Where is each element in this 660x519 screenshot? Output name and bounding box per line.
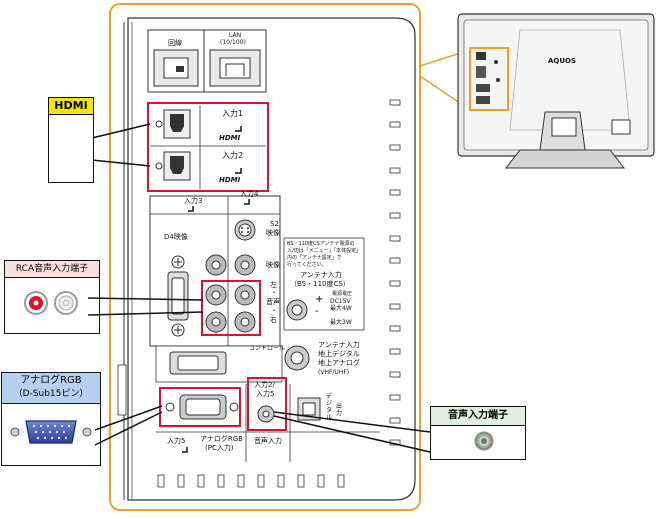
audio-jack-icon	[474, 431, 494, 451]
label-video: 映像	[266, 261, 280, 269]
label-digital-3: タ	[326, 407, 333, 414]
label-input2-5-2: 入力5	[256, 390, 275, 398]
rca-audio-ports	[205, 284, 256, 333]
label-power-1: 電源電圧	[332, 291, 353, 297]
label-lan-1: LAN	[229, 32, 242, 39]
label-lr-1: 左	[270, 281, 277, 289]
label-bs-note-4: 行ってください。	[287, 262, 327, 268]
label-audio-bottom: 音声入力	[254, 437, 282, 445]
label-hdmi-logo-1: HDMI	[219, 134, 241, 142]
tv-back-thumbnail	[457, 13, 655, 169]
label-bs-note-1: BS・110度CSアンテナ電源の	[287, 241, 355, 247]
label-analog-rgb-bottom-1: アナログRGB	[200, 435, 243, 443]
vga-connector-icon	[10, 420, 92, 444]
label-input2: 入力2	[222, 151, 244, 160]
panel-orange-frame	[109, 3, 421, 511]
rca-audio-callout: RCA音声入力端子	[4, 260, 100, 334]
analog-rgb-callout-header: アナログRGB （D-Sub15ピン）	[2, 373, 100, 404]
label-input1: 入力1	[222, 109, 244, 118]
label-antenna-vhf-2: 地上デジタル	[318, 350, 360, 358]
vhf-uhf-antenna-port	[284, 345, 310, 371]
audio-input-highlight	[247, 377, 287, 431]
d4-connector	[167, 255, 189, 337]
label-bs-note-2: 入/切は「メニュー」「本体設定」	[287, 248, 362, 254]
svg-text:+: +	[315, 294, 323, 305]
label-power-4: 最大3W	[330, 319, 352, 326]
s2-video-port	[234, 219, 256, 241]
rca-video-ports	[205, 254, 256, 276]
hdmi-callout: HDMI	[48, 97, 94, 183]
audio-input-callout: 音声入力端子	[430, 406, 526, 460]
bottom-slots	[157, 474, 345, 488]
analog-rgb-callout-subtitle: （D-Sub15ピン）	[13, 389, 89, 399]
label-power-3: 最大4W	[330, 305, 352, 312]
label-d4: D4映像	[164, 233, 188, 241]
label-antenna-vhf-3: 地上アナログ	[318, 359, 360, 367]
hdmi-callout-title: HDMI	[48, 97, 94, 115]
label-hdmi-logo-2: HDMI	[219, 176, 241, 184]
hdmi-port-1	[155, 109, 191, 139]
label-lr-2: ・	[271, 290, 278, 297]
hdmi-port-2	[155, 151, 191, 181]
label-input3: 入力3	[184, 197, 203, 205]
label-antenna-vhf-1: アンテナ入力	[318, 341, 360, 349]
label-analog-rgb-bottom-2: (PC入力)	[205, 444, 234, 452]
label-antenna-vhf-4: (VHF/UHF)	[318, 369, 350, 376]
digital-output-port	[297, 397, 321, 421]
rca-audio-highlight	[201, 280, 261, 336]
label-lan-2: (10/100)	[220, 39, 246, 46]
label-lr-5: 右	[270, 316, 277, 324]
svg-text:-: -	[315, 306, 319, 317]
audio-input-callout-title: 音声入力端子	[431, 407, 525, 426]
label-input2-5-1: 入力2/	[254, 381, 275, 389]
label-input5: 入力5	[167, 437, 186, 445]
label-digital-6: 力	[336, 410, 343, 417]
label-digital-1: デ	[326, 393, 333, 400]
label-lr-3: 音声	[266, 298, 280, 306]
analog-rgb-callout: アナログRGB （D-Sub15ピン）	[1, 372, 101, 466]
hdmi-highlight	[147, 102, 269, 192]
rca-audio-callout-title: RCA音声入力端子	[5, 261, 99, 278]
analog-rgb-port	[165, 394, 239, 420]
label-digital-5: 出	[336, 403, 343, 410]
label-input4: 入力4	[240, 190, 259, 198]
label-lr-4: ・	[271, 308, 278, 315]
vent-slots	[389, 99, 401, 446]
bs-antenna-port	[286, 299, 308, 321]
label-digital-2: ジ	[326, 400, 333, 407]
callout-lines	[87, 123, 431, 453]
label-antenna-bs-1: アンテナ入力	[300, 271, 342, 279]
label-s2-1: S2	[270, 220, 279, 228]
label-control: コントロール	[249, 345, 286, 352]
label-bs-note-3: 内の「アンテナ設定」で	[287, 255, 342, 261]
label-s2-2: 映像	[266, 229, 280, 237]
phone-line-port	[153, 49, 199, 87]
audio-mini-jack	[257, 405, 275, 423]
label-digital-4: ル	[326, 414, 333, 421]
analog-rgb-callout-title: アナログRGB	[20, 375, 82, 386]
label-line: 回線	[168, 39, 182, 47]
label-antenna-bs-2: （BS・110度CS）	[290, 280, 350, 288]
tv-brand: AQUOS	[548, 57, 577, 65]
control-port	[169, 351, 227, 375]
rca-jack-icon	[24, 291, 78, 315]
label-power-2: DC15V	[330, 298, 351, 305]
tv-terminal-highlight	[469, 47, 509, 111]
